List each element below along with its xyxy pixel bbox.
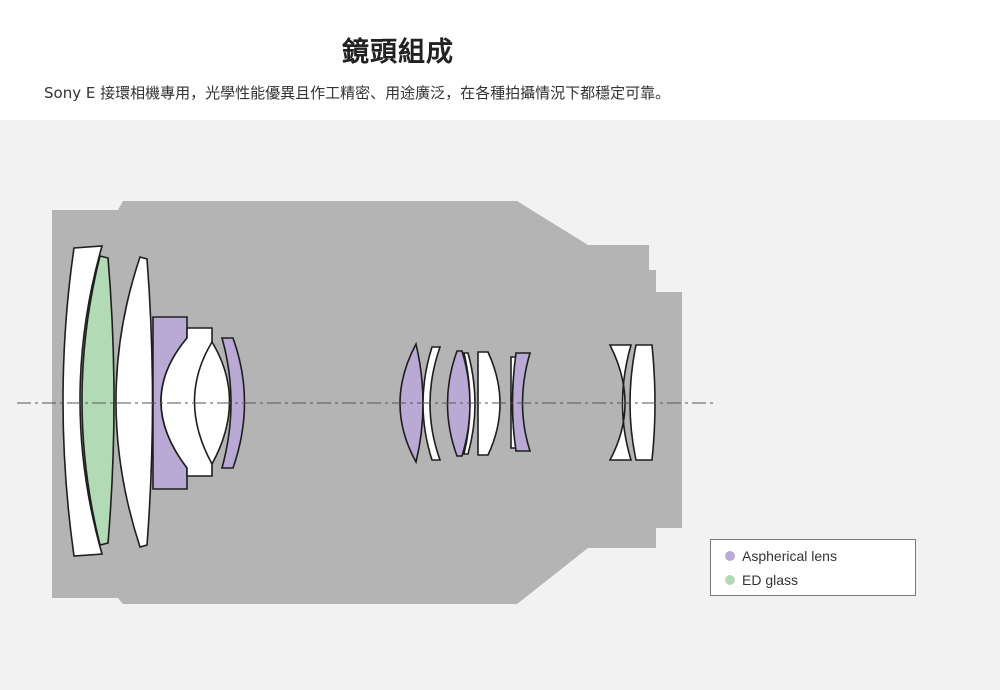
lens-element-front-meniscus: [62, 245, 104, 557]
legend-item-ed-glass: ED glass: [725, 571, 798, 589]
lens-element-aspherical-2: [220, 337, 246, 469]
legend-item-aspherical: Aspherical lens: [725, 547, 837, 565]
lens-element-front-2: [115, 256, 154, 548]
lens-element-ed-glass-1: [81, 255, 115, 546]
legend: Aspherical lens ED glass: [710, 539, 916, 596]
page-title: 鏡頭組成: [342, 37, 454, 68]
legend-swatch-ed-glass: [725, 575, 735, 585]
lens-element-positive-3: [477, 351, 501, 456]
legend-label-ed-glass: ED glass: [742, 572, 799, 588]
lens-element-aspherical-5: [511, 352, 532, 452]
lens-element-thin-3: [462, 352, 476, 455]
lens-element-meniscus-3: [422, 346, 442, 461]
legend-label-aspherical: Aspherical lens: [742, 548, 837, 564]
page-description: Sony E 接環相機專用，光學性能優異且作工精密、用途廣泛，在各種拍攝情況下都…: [44, 84, 671, 102]
lens-element-rear-1: [608, 344, 633, 461]
legend-swatch-aspherical: [725, 551, 735, 561]
